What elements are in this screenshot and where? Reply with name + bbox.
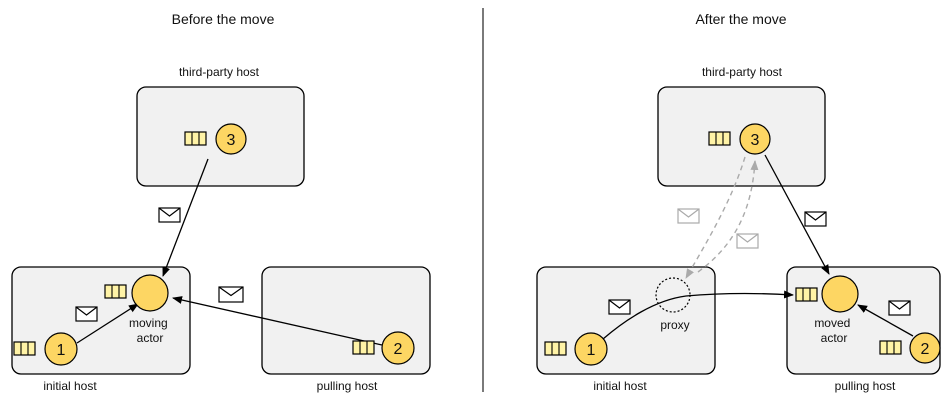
before-moving-actor <box>131 274 169 312</box>
after-title: After the move <box>695 11 786 27</box>
before-third-party-host-label: third-party host <box>179 65 260 79</box>
mailbox-queue-icon <box>795 287 818 302</box>
after-pulling-host-label: pulling host <box>835 379 896 393</box>
before-moving-actor-line1: moving <box>129 316 168 330</box>
envelope-icon <box>736 233 759 249</box>
after-node-2-label: 2 <box>921 341 930 358</box>
envelope-icon <box>677 208 700 224</box>
before-pulling-host-label: pulling host <box>317 379 378 393</box>
mailbox-queue-icon <box>352 340 375 355</box>
envelope-icon <box>158 207 181 223</box>
after-moved-actor-label: moved actor <box>814 316 853 345</box>
after-moved-actor-line2: actor <box>821 331 848 345</box>
before-node-3 <box>215 123 247 155</box>
after-moved-actor-line1: moved <box>814 316 850 330</box>
after-node-1 <box>574 332 608 366</box>
envelope-icon <box>75 306 98 322</box>
before-edge-3-to-actor <box>162 158 209 277</box>
envelope-icon <box>888 300 911 316</box>
after-faded-edge-3-to-proxy <box>685 156 746 279</box>
after-node-3 <box>739 123 771 155</box>
before-node-1 <box>44 332 78 366</box>
after-edge-3-to-actor <box>764 154 830 275</box>
mailbox-queue-icon <box>544 341 567 356</box>
before-moving-actor-label: moving actor <box>129 316 171 345</box>
before-node-2-label: 2 <box>394 341 403 358</box>
mailbox-queue-icon <box>184 131 207 146</box>
mailbox-queue-icon <box>104 284 127 299</box>
before-panel: Before the move third-party host initial… <box>11 11 431 393</box>
after-faded-edge-proxy-to-3 <box>697 160 759 273</box>
before-moving-actor-line2: actor <box>137 331 164 345</box>
before-title: Before the move <box>172 11 275 27</box>
mailbox-queue-icon <box>13 341 36 356</box>
after-edge-1-to-actor <box>602 290 794 340</box>
after-third-party-host-label: third-party host <box>702 65 783 79</box>
before-edge-1-to-actor <box>76 303 139 344</box>
after-proxy-label: proxy <box>660 318 689 332</box>
before-edge-2-to-actor <box>172 296 383 346</box>
after-moved-actor <box>821 275 859 313</box>
before-initial-host-label: initial host <box>43 379 97 393</box>
after-initial-host-label: initial host <box>593 379 647 393</box>
envelope-icon <box>218 286 244 303</box>
before-node-1-label: 1 <box>57 342 66 359</box>
after-panel: After the move third-party host initial … <box>536 11 941 393</box>
after-node-3-label: 3 <box>751 132 760 149</box>
after-proxy <box>655 277 691 313</box>
mailbox-queue-icon <box>879 340 902 355</box>
after-edge-2-to-actor <box>857 304 914 337</box>
after-node-2 <box>909 332 941 364</box>
before-node-2 <box>381 331 415 365</box>
envelope-icon <box>608 299 631 315</box>
after-node-1-label: 1 <box>587 342 596 359</box>
mailbox-queue-icon <box>708 131 731 146</box>
envelope-icon <box>804 211 827 227</box>
before-node-3-label: 3 <box>227 132 236 149</box>
